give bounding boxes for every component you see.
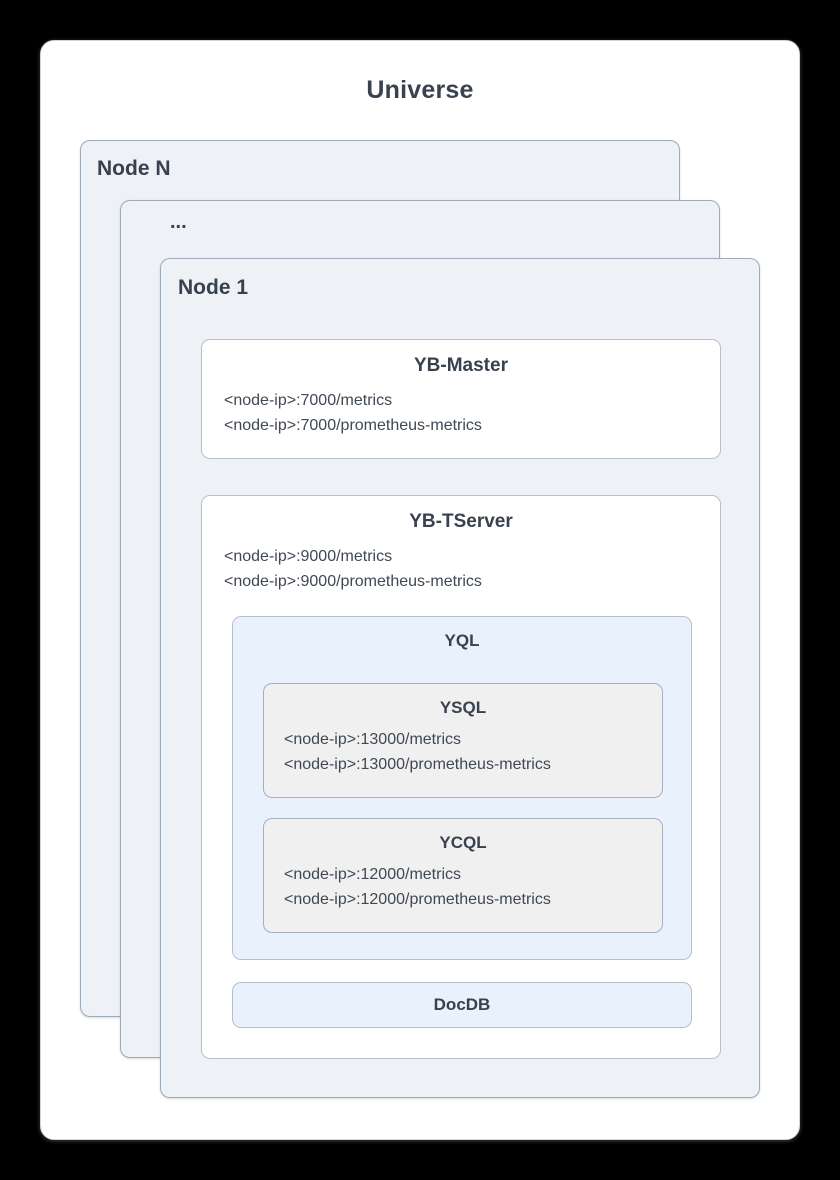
- endpoint-line: <node-ip>:9000/metrics: [224, 548, 393, 565]
- yb-master-title: YB-Master: [414, 355, 508, 376]
- docdb-title: DocDB: [433, 995, 491, 1014]
- ycql-box: YCQL <node-ip>:12000/metrics <node-ip>:1…: [263, 818, 663, 933]
- docdb-box: DocDB: [232, 982, 692, 1028]
- yb-tserver-endpoints: <node-ip>:9000/metrics <node-ip>:9000/pr…: [202, 544, 720, 594]
- node-ellipsis-label: ...: [170, 211, 187, 233]
- yb-tserver-box: YB-TServer <node-ip>:9000/metrics <node-…: [201, 495, 721, 1059]
- endpoint-line: <node-ip>:12000/prometheus-metrics: [284, 891, 551, 908]
- node-1-label: Node 1: [178, 276, 249, 299]
- yql-box: YQL YSQL <node-ip>:13000/metrics <node-i…: [232, 616, 692, 960]
- yql-title: YQL: [444, 631, 480, 650]
- endpoint-line: <node-ip>:7000/metrics: [224, 392, 393, 409]
- node-n-label: Node N: [97, 157, 171, 180]
- ysql-box: YSQL <node-ip>:13000/metrics <node-ip>:1…: [263, 683, 663, 798]
- endpoint-line: <node-ip>:9000/prometheus-metrics: [224, 573, 482, 590]
- ysql-title: YSQL: [439, 698, 487, 717]
- endpoint-line: <node-ip>:13000/metrics: [284, 731, 461, 748]
- endpoint-line: <node-ip>:13000/prometheus-metrics: [284, 756, 551, 773]
- endpoint-line: <node-ip>:12000/metrics: [284, 866, 461, 883]
- yb-tserver-title: YB-TServer: [409, 511, 513, 532]
- ycql-title: YCQL: [439, 833, 487, 852]
- ysql-endpoints: <node-ip>:13000/metrics <node-ip>:13000/…: [264, 727, 662, 777]
- universe-title: Universe: [366, 76, 474, 104]
- node-1-box: Node 1 YB-Master <node-ip>:7000/metrics …: [160, 258, 760, 1098]
- yb-master-endpoints: <node-ip>:7000/metrics <node-ip>:7000/pr…: [202, 388, 720, 438]
- yb-master-box: YB-Master <node-ip>:7000/metrics <node-i…: [201, 339, 721, 459]
- endpoint-line: <node-ip>:7000/prometheus-metrics: [224, 417, 482, 434]
- ycql-endpoints: <node-ip>:12000/metrics <node-ip>:12000/…: [264, 862, 662, 912]
